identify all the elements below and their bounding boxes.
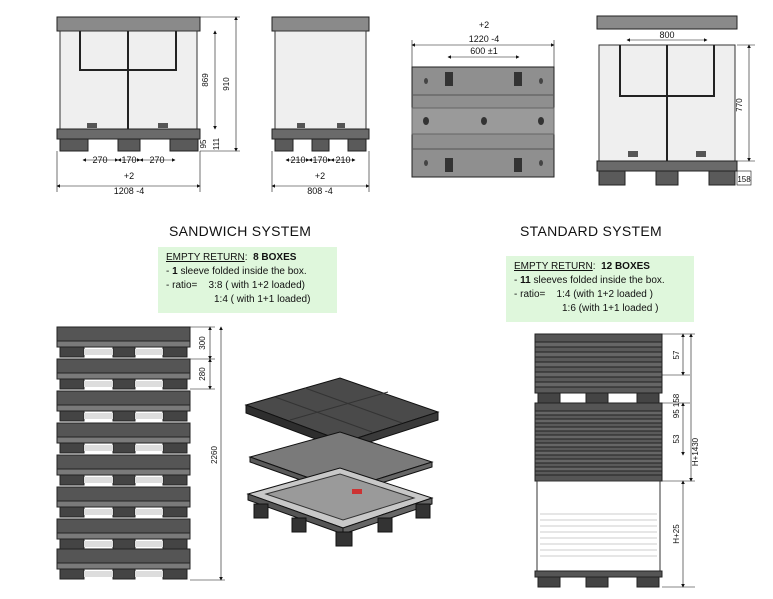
front-270a-label: 270: [92, 155, 107, 165]
std-95-158-label: 95 158: [672, 393, 681, 418]
sandwich-system-title: SANDWICH SYSTEM: [169, 223, 312, 239]
standard-head-label: EMPTY RETURN: [514, 261, 593, 272]
standard-line1-num: 11: [520, 275, 531, 286]
std-57-label: 57: [672, 350, 681, 359]
top-view-lid: [411, 66, 555, 178]
sandwich-info-box: EMPTY RETURN: 8 BOXES - 1 sleeve folded …: [158, 247, 337, 313]
std-h25-label: H+25: [672, 524, 681, 544]
side-plus2-label: +2: [315, 171, 325, 181]
standard-stack-dimensions: [662, 333, 695, 588]
sandwich-head-label: EMPTY RETURN: [166, 252, 245, 263]
standard-view-box: [596, 15, 738, 186]
top-plus2-label: +2: [479, 20, 489, 30]
sandwich-ratio-label: - ratio=: [166, 280, 198, 291]
sandwich-stack-dimensions: [190, 326, 225, 581]
std-h1430-label: H+1430: [691, 437, 700, 466]
sandwich-line1-text: sleeve folded inside the box.: [177, 266, 307, 277]
sandwich-line1-num: 1: [172, 266, 178, 277]
standard-ratio1: 1:4 (with 1+2 loaded ): [556, 289, 653, 300]
std-770-label: 770: [735, 98, 744, 112]
exploded-isometric-view: [244, 377, 440, 547]
front-width-label: 1208 -4: [114, 186, 145, 196]
side-170-label: 170: [312, 155, 327, 165]
std-158-label: 158: [737, 175, 751, 184]
front-view-dimensions: [56, 16, 240, 192]
front-plus2-label: +2: [124, 171, 134, 181]
side-width-label: 808 -4: [307, 186, 333, 196]
top-width-label: 1220 -4: [469, 34, 500, 44]
front-height-label: 869: [201, 73, 210, 87]
std-800-label: 800: [659, 30, 674, 40]
stack-2260-label: 2260: [210, 446, 219, 464]
stack-300-label: 300: [198, 336, 207, 350]
side-view-box: [271, 16, 370, 152]
standard-view-dimensions: [626, 38, 755, 186]
side-210a-label: 210: [290, 155, 305, 165]
side-view-dimensions: [271, 151, 370, 192]
standard-system-title: STANDARD SYSTEM: [520, 223, 662, 239]
sandwich-ratio1: 3:8 ( with 1+2 loaded): [208, 280, 305, 291]
side-210b-label: 210: [335, 155, 350, 165]
std-53-label: 53: [672, 434, 681, 443]
sandwich-head-value: 8 BOXES: [253, 252, 297, 263]
front-111-label: 111: [212, 137, 221, 150]
standard-line1-text: sleeves folded inside the box.: [530, 275, 665, 286]
front-height-total-label: 910: [222, 77, 231, 91]
standard-head-value: 12 BOXES: [601, 261, 650, 272]
top-view-dimensions: [411, 40, 555, 67]
top-600-label: 600 ±1: [470, 46, 497, 56]
sandwich-pallet-stack: [56, 326, 191, 580]
front-view-box: [56, 16, 201, 152]
stack-280-label: 280: [198, 367, 207, 381]
front-170-label: 170: [121, 155, 136, 165]
front-270b-label: 270: [149, 155, 164, 165]
sandwich-ratio2: 1:4 ( with 1+1 loaded): [214, 294, 311, 305]
standard-info-box: EMPTY RETURN: 12 BOXES - 11 sleeves fold…: [506, 256, 694, 322]
front-95-label: 95: [199, 139, 208, 148]
standard-ratio-label: - ratio=: [514, 289, 546, 300]
standard-pallet-stack: [534, 333, 663, 588]
standard-ratio2: 1:6 (with 1+1 loaded ): [562, 303, 659, 314]
